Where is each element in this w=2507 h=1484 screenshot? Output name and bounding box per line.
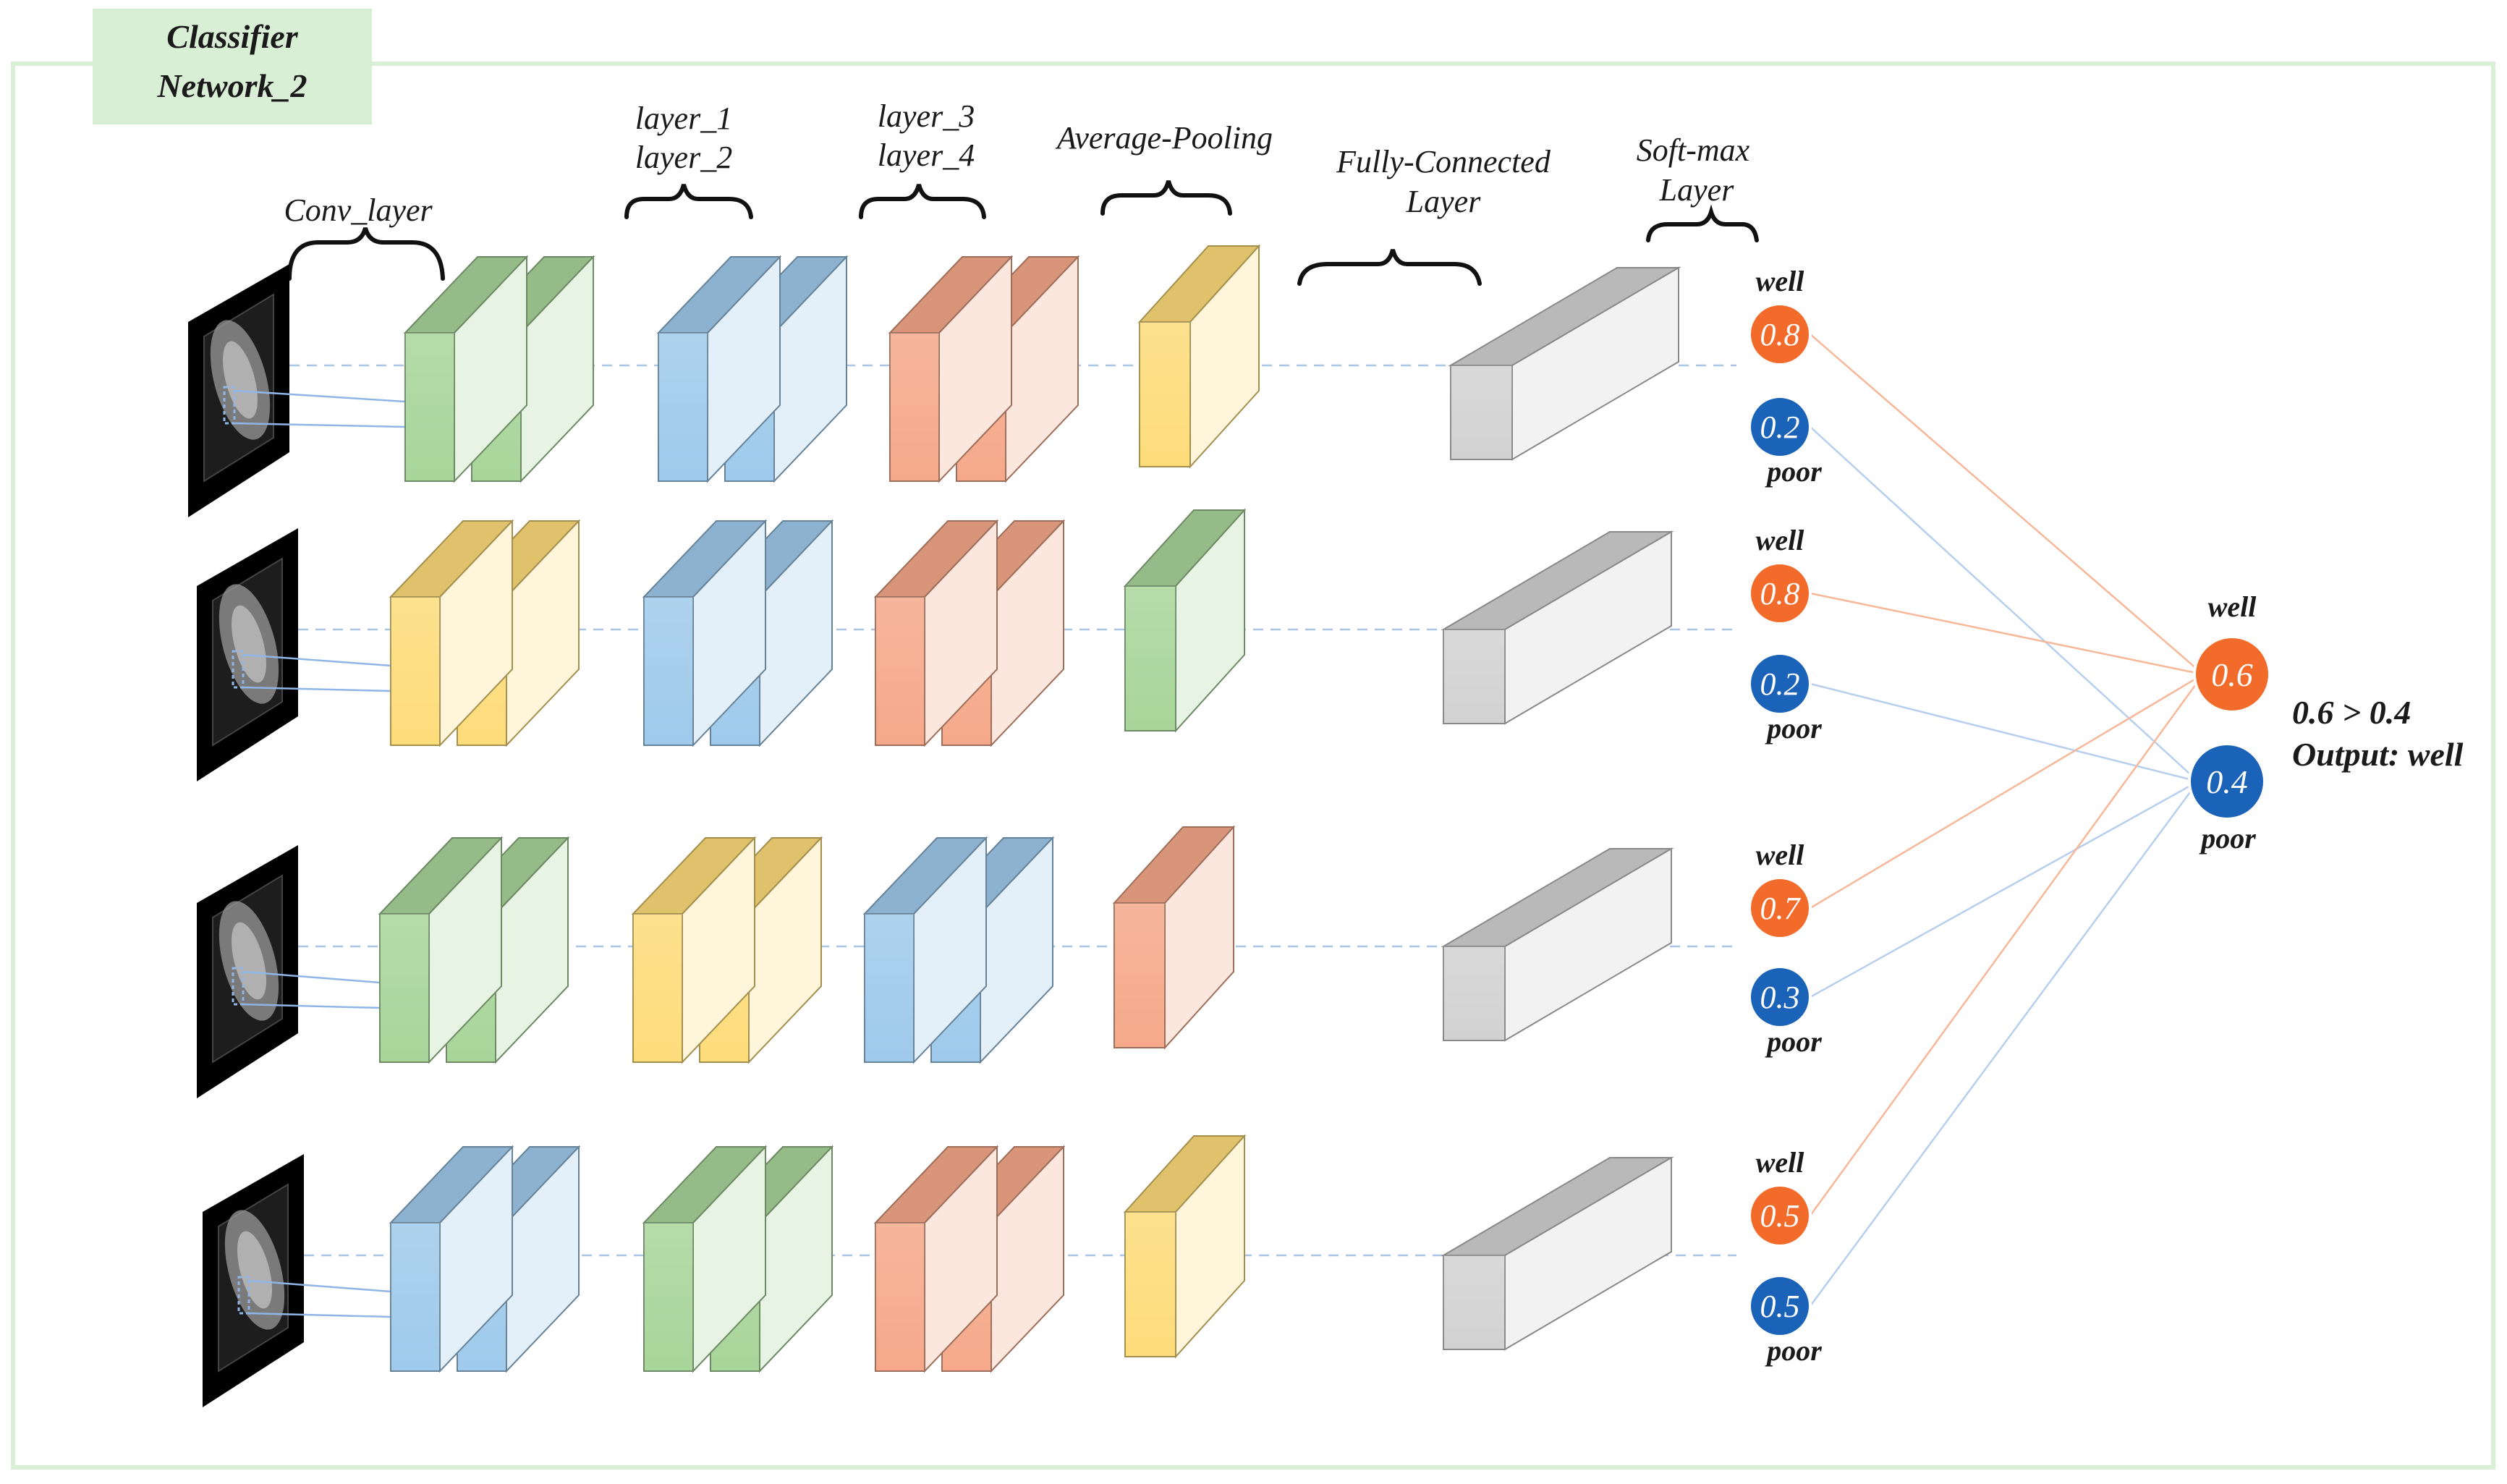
row-2-stage-3-slab-a (873, 519, 999, 747)
network-row-2 (197, 508, 1736, 781)
label-layer-1: layer_1 (635, 101, 732, 136)
svg-text:0.6: 0.6 (2211, 656, 2253, 693)
row-4-well-label: well (1756, 1146, 1805, 1179)
final-well-label: well (2208, 590, 2257, 623)
softmax-row-1: well 0.8 0.2 poor (1748, 265, 1822, 488)
conn-well-3 (1810, 673, 2204, 910)
title-line-2: Network_2 (157, 67, 307, 104)
row-1-stage-1-slab-a (403, 255, 529, 483)
row-4-well-node: 0.5 (1748, 1184, 1812, 1247)
svg-text:0.5: 0.5 (1760, 1198, 1800, 1234)
final-well-node: 0.6 (2193, 635, 2271, 713)
row-2-stage-2-slab-a (642, 519, 768, 747)
brace-fc (1297, 249, 1482, 286)
softmax-row-3: well 0.7 0.3 poor (1748, 839, 1822, 1058)
svg-text:0.5: 0.5 (1760, 1289, 1800, 1324)
label-layer-2: layer_2 (635, 140, 732, 175)
svg-text:0.2: 0.2 (1760, 410, 1800, 445)
brace-avgpool (1100, 180, 1232, 216)
label-fc-line-1: Fully-Connected (1336, 144, 1551, 179)
svg-text:0.7: 0.7 (1760, 891, 1802, 926)
stage-labels: Conv_layer layer_1 layer_2 layer_3 layer… (284, 98, 1749, 228)
row-2-well-node: 0.8 (1748, 561, 1812, 625)
softmax-nodes: well 0.8 0.2 poor well 0.8 0.2 poor well 0.7 0.3 po… (1748, 265, 1822, 1367)
conn-poor-3 (1810, 780, 2199, 998)
label-softmax-line-2: Layer (1659, 172, 1735, 208)
row-3-well-node: 0.7 (1748, 876, 1812, 940)
final-output: well 0.6 0.4 poor 0.6 > 0.4 Output: well (2188, 590, 2464, 855)
row-2-pooling-slab (1123, 508, 1247, 733)
label-average-pooling: Average-Pooling (1055, 120, 1273, 156)
softmax-row-2: well 0.8 0.2 poor (1748, 524, 1822, 745)
label-conv-layer: Conv_layer (284, 192, 433, 228)
conn-poor-1 (1810, 426, 2199, 782)
row-3-stage-2-slab-a (631, 836, 757, 1064)
row-3-stage-1-slab-a (378, 836, 504, 1064)
brace-layer12 (624, 184, 753, 219)
network-row-4 (203, 1134, 1736, 1407)
network-row-3 (197, 825, 1736, 1098)
outer-frame (11, 62, 2495, 1470)
braces (287, 180, 1759, 286)
row-1-poor-label: poor (1765, 455, 1822, 488)
conn-poor-4 (1809, 781, 2200, 1307)
row-4-poor-label: poor (1765, 1334, 1822, 1367)
title-line-1: Classifier (166, 18, 299, 55)
conn-poor-2 (1810, 682, 2199, 783)
network-rows (188, 244, 1736, 1407)
network-row-1 (188, 244, 1736, 517)
row-2-well-label: well (1756, 524, 1805, 556)
row-1-well-label: well (1756, 265, 1805, 297)
brace-softmax (1646, 204, 1759, 242)
label-layer-4: layer_4 (878, 137, 975, 173)
svg-text:0.8: 0.8 (1760, 576, 1800, 611)
row-3-poor-label: poor (1765, 1025, 1822, 1058)
svg-text:0.4: 0.4 (2206, 763, 2248, 800)
brace-layer34 (859, 184, 986, 219)
row-2-fc-box (1441, 530, 1674, 725)
row-2-stage-1-slab-a (389, 519, 514, 747)
row-3-stage-3-slab-a (862, 836, 988, 1064)
final-poor-label: poor (2199, 822, 2256, 855)
row-4-stage-1-slab-a (389, 1145, 514, 1373)
label-fc-line-2: Layer (1406, 184, 1482, 219)
label-layer-3: layer_3 (878, 98, 975, 134)
row-2-poor-label: poor (1765, 712, 1822, 745)
row-1-pooling-slab (1137, 244, 1261, 469)
row-1-poor-node: 0.2 (1748, 395, 1812, 459)
row-4-pooling-slab (1123, 1134, 1247, 1359)
input-image-3 (197, 845, 298, 1098)
row-2-poor-node: 0.2 (1748, 652, 1812, 716)
row-1-well-node: 0.8 (1748, 302, 1812, 366)
ensemble-connections (1809, 334, 2205, 1307)
svg-text:0.3: 0.3 (1760, 980, 1800, 1015)
svg-text:0.2: 0.2 (1760, 666, 1800, 702)
row-1-fc-box (1448, 266, 1681, 461)
row-4-stage-3-slab-a (873, 1145, 999, 1373)
row-1-stage-3-slab-a (888, 255, 1014, 483)
row-4-stage-2-slab-a (642, 1145, 768, 1373)
conn-well-2 (1810, 592, 2204, 676)
row-4-fc-box (1441, 1156, 1674, 1351)
row-1-stage-2-slab-a (656, 255, 782, 483)
final-output-text: Output: well (2292, 736, 2464, 773)
label-softmax-line-1: Soft-max (1637, 132, 1750, 168)
softmax-row-4: well 0.5 0.5 poor (1748, 1146, 1822, 1367)
final-comparison: 0.6 > 0.4 (2292, 694, 2411, 731)
brace-conv (287, 227, 445, 281)
row-3-fc-box (1441, 847, 1674, 1042)
final-poor-node: 0.4 (2188, 742, 2266, 821)
row-3-poor-node: 0.3 (1748, 965, 1812, 1029)
row-3-pooling-slab (1112, 825, 1236, 1050)
input-image-1 (188, 264, 289, 517)
row-4-poor-node: 0.5 (1748, 1274, 1812, 1338)
svg-text:0.8: 0.8 (1760, 317, 1800, 352)
title-box: Classifier Network_2 (93, 9, 372, 124)
conn-well-1 (1810, 334, 2204, 675)
conn-well-4 (1809, 674, 2205, 1216)
row-3-well-label: well (1756, 839, 1805, 871)
